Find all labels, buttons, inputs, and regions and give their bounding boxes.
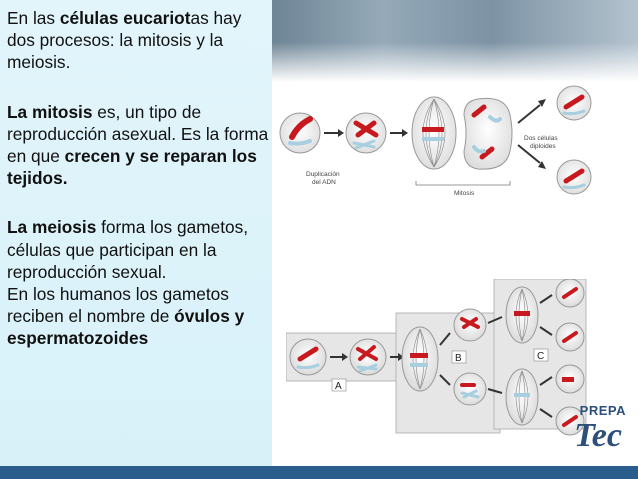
chromosome-blue xyxy=(422,137,444,141)
arrow-icon xyxy=(518,105,540,123)
cell-3-metaphase xyxy=(402,327,438,391)
mitosis-diagram: Duplicación del ADN Mitosis Dos células … xyxy=(278,85,618,205)
chromosome-blue xyxy=(410,363,428,367)
chromosome-red xyxy=(562,377,574,382)
label-a: A xyxy=(335,381,342,392)
cell-b-bottom xyxy=(454,373,486,405)
logo-top-text: PREPA xyxy=(580,403,626,418)
cell-3-metaphase xyxy=(412,97,456,169)
footer-bar xyxy=(0,466,638,479)
label-mitosis: Mitosis xyxy=(454,190,475,197)
p1-bold: células eucariot xyxy=(60,8,191,28)
paragraph-eukaryotic: En las células eucariotas hay dos proces… xyxy=(7,7,269,74)
cell-1 xyxy=(280,113,320,153)
p3-bold-a: La meiosis xyxy=(7,217,96,237)
header-photo xyxy=(272,0,638,82)
label-dna: del ADN xyxy=(312,179,336,186)
p2-bold-a: La mitosis xyxy=(7,102,92,122)
chromosome-red xyxy=(514,311,530,316)
label-c: C xyxy=(537,351,544,362)
chromosome-blue xyxy=(514,393,530,397)
cell-4-division xyxy=(464,98,512,169)
label-b: B xyxy=(455,353,462,364)
arrowhead-icon xyxy=(402,129,408,137)
paragraph-mitosis: La mitosis es, un tipo de reproducción a… xyxy=(7,101,269,190)
arrowhead-icon xyxy=(338,129,344,137)
logo-bottom-text: Tec xyxy=(574,417,622,455)
label-diploid: diploides xyxy=(530,143,556,150)
text-body: En las células eucariotas hay dos proces… xyxy=(7,7,269,350)
paragraph-gametes: En los humanos los gametos reciben el no… xyxy=(7,283,269,350)
mitosis-bracket xyxy=(416,181,510,185)
p1-text-a: En las xyxy=(7,8,60,28)
cell-1 xyxy=(290,339,326,375)
paragraph-meiosis: La meiosis forma los gametos, células qu… xyxy=(7,216,269,283)
chromosome-red xyxy=(422,127,444,132)
prepa-tec-logo: PREPA Tec xyxy=(556,403,626,463)
text-panel: En las células eucariotas hay dos proces… xyxy=(0,0,272,466)
label-two-cells: Dos células xyxy=(524,135,558,142)
label-duplication: Duplicación xyxy=(306,171,340,178)
cell-2 xyxy=(346,113,386,153)
chromosome-red xyxy=(410,353,428,358)
